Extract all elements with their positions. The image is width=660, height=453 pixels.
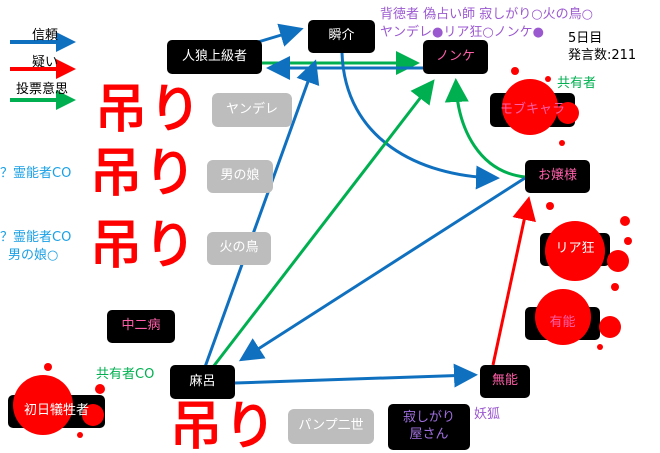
arrow-maro-to-shunsuke <box>203 59 320 368</box>
legend-trust-label: 信頼 <box>32 28 59 43</box>
day-counter: 5日目 <box>568 31 603 46</box>
node-label: モブキャラ <box>499 101 565 117</box>
node-otokonoko[interactable]: 男の娘 <box>207 160 273 193</box>
node-label: 麻呂 <box>189 373 216 389</box>
arrow-shunsuke-to-ojousama <box>340 52 500 190</box>
hanged-mark: 吊り <box>170 397 279 453</box>
node-mob-chara[interactable]: モブキャラ <box>490 67 579 146</box>
mob-co-annotation: 共有者 <box>557 76 597 91</box>
node-werewolf-advanced[interactable]: 人狼上級者 <box>167 40 262 74</box>
hanged-mark: 吊り <box>90 144 199 204</box>
node-first-victim[interactable]: 初日犠牲者 <box>8 363 105 438</box>
node-second[interactable]: パンプ二世 <box>288 409 374 444</box>
arrow-ojousama-to-maro <box>238 176 526 362</box>
legend-doubt-label: 疑い <box>32 55 59 70</box>
node-label: 瞬介 <box>328 28 355 44</box>
arrow-maro-to-munou <box>234 363 478 388</box>
arrow-werewolf-to-shunsuke <box>257 23 304 47</box>
node-label: リア狂 <box>555 241 595 257</box>
node-ojousama[interactable]: お嬢様 <box>525 160 590 193</box>
medium-result: 男の娘○ <box>8 248 59 263</box>
medium-co-1: ？霊能者CO <box>0 166 72 181</box>
arrow-ojousama-vote-nonke <box>444 78 526 179</box>
maro-co-annotation: 共有者CO <box>96 367 155 382</box>
node-chuunibyou[interactable]: 中二病 <box>107 310 175 343</box>
node-label: パンプ二世 <box>298 418 364 434</box>
node-label: 初日犠牲者 <box>23 403 89 419</box>
blood-splatter-icon <box>13 363 105 438</box>
node-label: ヤンデレ <box>225 101 278 117</box>
node-label: お嬢様 <box>537 168 577 184</box>
roles-line-1: 背徳者 偽占い師 寂しがり○火の鳥○ <box>380 7 593 22</box>
hanged-mark: 吊り <box>95 80 204 140</box>
node-ria-kyou[interactable]: リア狂 <box>540 202 632 281</box>
node-hinotori[interactable]: 火の鳥 <box>207 232 271 265</box>
node-munou[interactable]: 無能 <box>480 365 530 398</box>
arrow-maro-vote-nonke <box>211 79 435 368</box>
node-label: 寂しがり屋さん <box>402 410 455 442</box>
node-sabishigari[interactable]: 寂しがり屋さん <box>388 404 470 450</box>
blood-splatter-icon <box>545 202 632 281</box>
node-label: 無能 <box>491 373 518 389</box>
legend-vote-label: 投票意思 <box>16 82 69 97</box>
node-label: 火の鳥 <box>219 240 259 256</box>
post-count: 発言数:211 <box>568 48 637 63</box>
node-nonke[interactable]: ノンケ <box>423 40 488 74</box>
arrow-munou-doubt-ojousama <box>491 196 536 366</box>
blood-splatter-icon <box>502 67 579 146</box>
hanged-mark: 吊り <box>90 216 199 276</box>
node-label: 人狼上級者 <box>181 48 247 64</box>
node-yuunou[interactable]: 有能 <box>525 283 621 350</box>
roles-line-2: ヤンデレ●リア狂○ノンケ● <box>380 25 545 40</box>
blood-splatter-icon <box>535 283 621 350</box>
node-label: 男の娘 <box>220 168 260 184</box>
node-maro[interactable]: 麻呂 <box>170 365 235 399</box>
fox-annotation: 妖狐 <box>474 407 501 422</box>
node-yandere[interactable]: ヤンデレ <box>212 93 292 127</box>
node-shunsuke[interactable]: 瞬介 <box>308 20 375 53</box>
node-label: 中二病 <box>121 318 161 334</box>
node-label: 有能 <box>549 315 576 331</box>
medium-co-2: ？霊能者CO <box>0 230 72 245</box>
node-label: ノンケ <box>435 48 475 64</box>
